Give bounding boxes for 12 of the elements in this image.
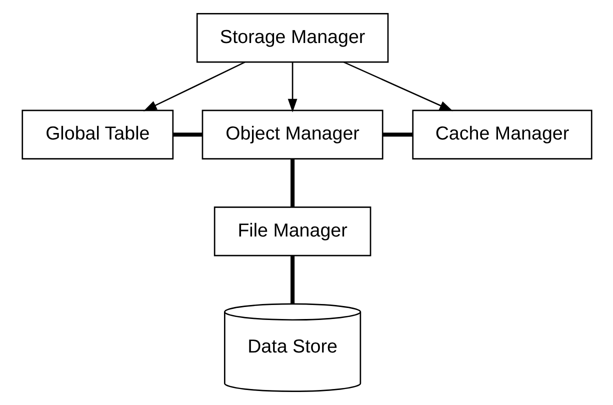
connector — [290, 256, 294, 304]
connector — [382, 132, 412, 137]
connector — [172, 132, 202, 137]
arrow — [142, 62, 245, 112]
node-box: File Manager — [213, 206, 371, 256]
arrow — [343, 62, 452, 112]
node-box: Object Manager — [201, 110, 383, 160]
node-box: Storage Manager — [196, 12, 388, 63]
node-box: Global Table — [21, 110, 174, 160]
arrow — [287, 62, 297, 112]
connector — [290, 159, 294, 208]
node-box: Cache Manager — [412, 110, 592, 160]
